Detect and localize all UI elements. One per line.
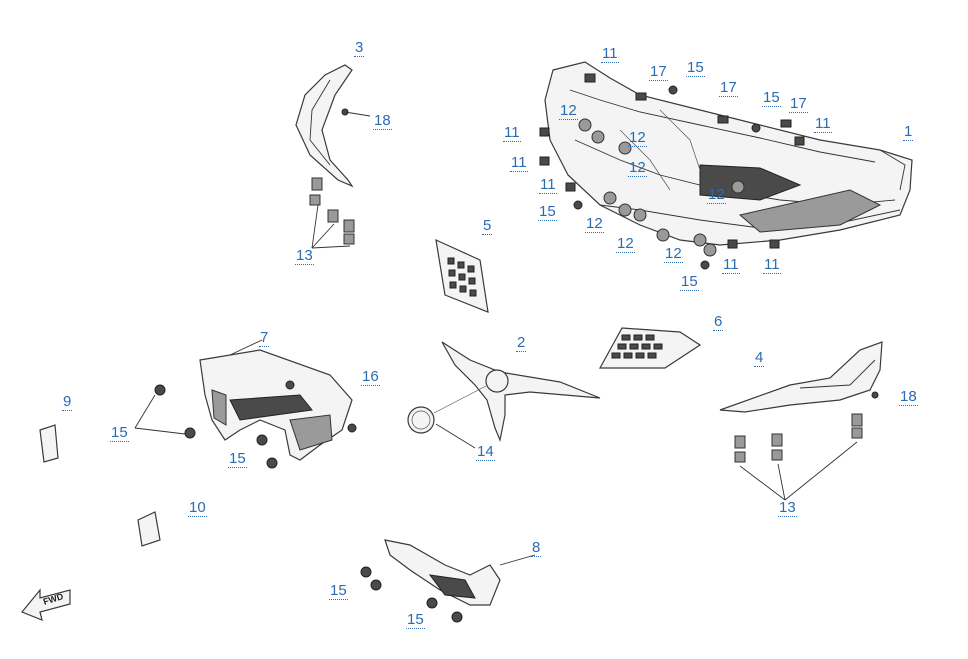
callout-14: 14 (476, 443, 495, 461)
part-10-cover (137, 511, 161, 547)
part-3-left-upper-trim (295, 64, 371, 188)
callout-11: 11 (510, 154, 528, 172)
nut-17-group (635, 92, 792, 128)
callout-6: 6 (713, 313, 724, 331)
callout-13: 13 (295, 247, 314, 265)
fwd-arrow-icon (21, 588, 71, 621)
spacer-12-group (578, 118, 745, 257)
callout-2: 2 (516, 334, 527, 352)
callout-12: 12 (664, 245, 683, 263)
callout-11: 11 (539, 176, 557, 194)
callout-15: 15 (110, 424, 129, 442)
callout-11: 11 (763, 256, 781, 274)
callout-4: 4 (754, 349, 765, 367)
callout-12: 12 (585, 215, 604, 233)
callout-17: 17 (719, 79, 738, 97)
fastener-13-right-group (734, 413, 863, 501)
callout-15: 15 (686, 59, 705, 77)
callout-5: 5 (482, 217, 493, 235)
callout-17: 17 (789, 95, 808, 113)
callout-15: 15 (538, 203, 557, 221)
callout-17: 17 (649, 63, 668, 81)
callout-3: 3 (354, 39, 365, 57)
callout-16: 16 (361, 368, 380, 386)
part-7-front-bumper (199, 339, 353, 461)
callout-12: 12 (707, 186, 726, 204)
callout-11: 11 (814, 115, 832, 133)
callout-11: 11 (722, 256, 740, 274)
callout-10: 10 (188, 499, 207, 517)
part-4-right-lower-trim (719, 341, 883, 413)
callout-18: 18 (373, 112, 392, 130)
callout-15: 15 (762, 89, 781, 107)
callout-15: 15 (406, 611, 425, 629)
callout-8: 8 (531, 539, 542, 557)
part-1-front-frame (544, 61, 913, 246)
callout-13: 13 (778, 499, 797, 517)
callout-11: 11 (601, 45, 619, 63)
part-2-center-nose (441, 341, 601, 443)
bolt-15-skid-group (360, 566, 463, 623)
callout-12: 12 (628, 129, 647, 147)
callout-11: 11 (503, 124, 521, 142)
part-8-lower-skid (384, 539, 536, 606)
bolt-15-bumper-group (134, 380, 357, 469)
callout-15: 15 (228, 450, 247, 468)
callout-12: 12 (628, 159, 647, 177)
bolt-15-frame-group (573, 85, 761, 270)
callout-12: 12 (616, 235, 635, 253)
fastener-13-left-group (309, 177, 355, 249)
callout-7: 7 (259, 329, 270, 347)
callout-15: 15 (329, 582, 348, 600)
callout-15: 15 (680, 273, 699, 291)
part-9-cover (39, 424, 59, 463)
callout-9: 9 (62, 393, 73, 411)
callout-12: 12 (559, 102, 578, 120)
callout-1: 1 (903, 123, 914, 141)
part-6-grille (598, 327, 702, 369)
clip-11-group (539, 73, 805, 249)
part-5-grille (435, 238, 489, 313)
part-14-emblem (407, 385, 487, 449)
callout-18: 18 (899, 388, 918, 406)
